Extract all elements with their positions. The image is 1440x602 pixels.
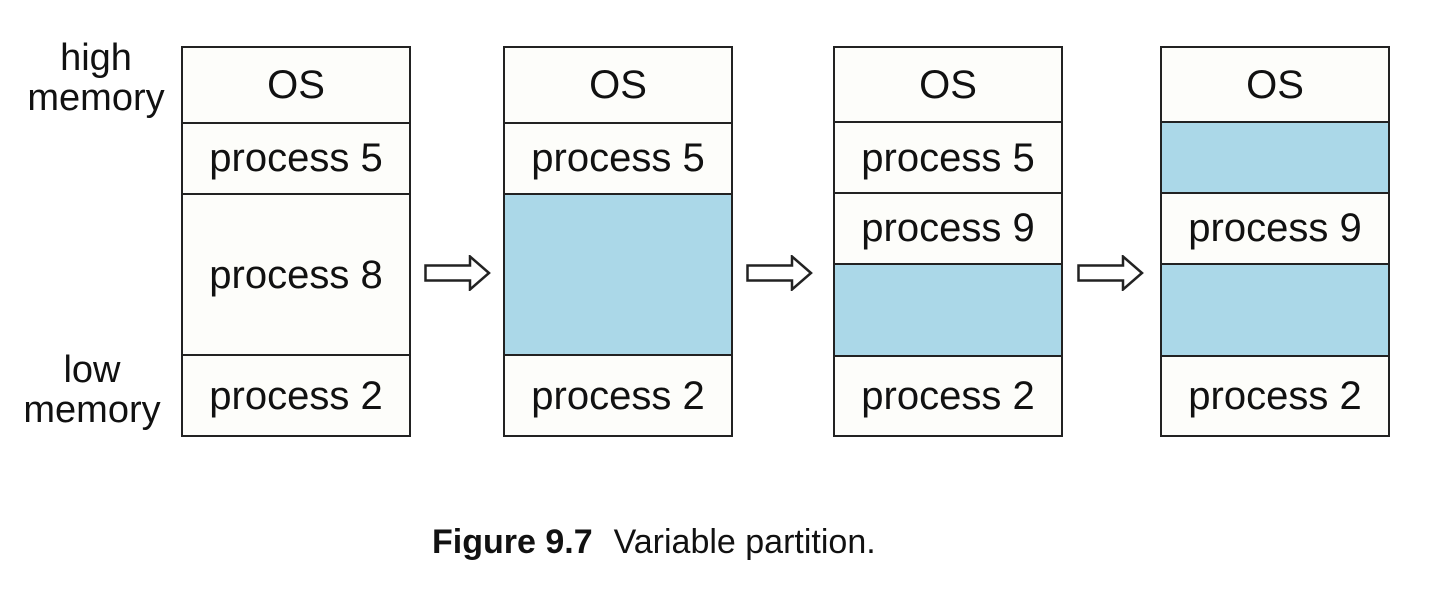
low-memory-label: low memory (12, 350, 172, 430)
segment-process-5: process 5 (183, 121, 409, 193)
transition-arrow-3-right-icon (1077, 255, 1144, 291)
segment-label: OS (589, 62, 647, 107)
segment-hole (505, 192, 731, 355)
segment-label: OS (267, 62, 325, 107)
memory-state-4: OS process 9 process 2 (1160, 46, 1390, 437)
segment-label: OS (1246, 62, 1304, 107)
segment-hole (1162, 262, 1388, 355)
segment-hole (1162, 121, 1388, 192)
segment-process-9: process 9 (835, 192, 1061, 263)
high-memory-label-line1: high (60, 37, 132, 79)
segment-os: OS (1162, 48, 1388, 121)
segment-os: OS (183, 48, 409, 122)
segment-process-2: process 2 (1162, 354, 1388, 435)
low-memory-label-line2: memory (23, 389, 161, 431)
segment-process-2: process 2 (835, 354, 1061, 435)
figure-number: Figure 9.7 (432, 523, 593, 561)
segment-process-5: process 5 (835, 121, 1061, 192)
segment-process-9: process 9 (1162, 192, 1388, 263)
segment-os: OS (835, 48, 1061, 121)
memory-state-3: OS process 5 process 9 process 2 (833, 46, 1063, 437)
segment-label: process 9 (1188, 206, 1362, 251)
high-memory-label: high memory (20, 38, 172, 118)
low-memory-label-line1: low (63, 349, 121, 391)
segment-os: OS (505, 48, 731, 122)
segment-process-2: process 2 (183, 354, 409, 435)
memory-state-2: OS process 5 process 2 (503, 46, 733, 437)
segment-label: process 2 (531, 373, 705, 418)
segment-process-2: process 2 (505, 354, 731, 435)
segment-label: OS (919, 62, 977, 107)
segment-hole (835, 262, 1061, 355)
figure-caption-text: Variable partition. (613, 523, 876, 561)
segment-label: process 5 (861, 135, 1035, 180)
segment-label: process 2 (209, 373, 383, 418)
segment-label: process 5 (209, 136, 383, 181)
memory-state-1: OS process 5 process 8 process 2 (181, 46, 411, 437)
segment-label: process 2 (861, 373, 1035, 418)
transition-arrow-1-right-icon (424, 255, 491, 291)
segment-process-8: process 8 (183, 192, 409, 354)
segment-process-5: process 5 (505, 121, 731, 193)
transition-arrow-2-right-icon (746, 255, 813, 291)
high-memory-label-line2: memory (27, 77, 165, 119)
segment-label: process 9 (861, 206, 1035, 251)
segment-label: process 8 (209, 252, 383, 297)
segment-label: process 2 (1188, 373, 1362, 418)
figure-caption: Figure 9.7 Variable partition. (432, 521, 876, 563)
segment-label: process 5 (531, 136, 705, 181)
